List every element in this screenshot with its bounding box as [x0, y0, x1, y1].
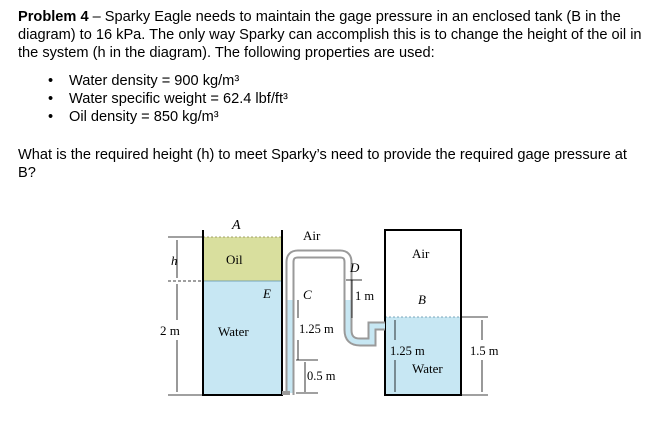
bullet-icon: • — [48, 91, 54, 107]
label-h: h — [171, 253, 178, 268]
dimension-125m-left — [296, 300, 318, 361]
label-b: B — [418, 292, 426, 307]
property-list: •Water density = 900 kg/m³ •Water specif… — [18, 72, 646, 126]
label-water-left: Water — [218, 324, 249, 339]
label-d: D — [349, 260, 360, 275]
oil-region — [203, 237, 282, 281]
label-15m: 1.5 m — [470, 344, 499, 358]
label-air-right: Air — [412, 246, 430, 261]
label-c: C — [303, 287, 312, 302]
label-05m: 0.5 m — [307, 369, 336, 383]
label-oil: Oil — [226, 252, 243, 267]
dimension-2m — [168, 284, 203, 396]
u-tube-inner — [287, 251, 351, 395]
problem-body: Sparky Eagle needs to maintain the gage … — [18, 9, 642, 61]
label-water-right: Water — [412, 361, 443, 376]
label-air-left: Air — [303, 228, 321, 243]
dimension-1m — [346, 279, 362, 318]
question-text: What is the required height (h) to meet … — [18, 147, 627, 181]
property-item: •Water density = 900 kg/m³ — [48, 73, 240, 89]
dimension-15m — [461, 316, 488, 396]
label-1m: 1 m — [355, 289, 374, 303]
problem-text: Problem 4 – Sparky Eagle needs to mainta… — [18, 8, 646, 182]
left-tank-wall — [202, 230, 283, 396]
label-125m-right: 1.25 m — [390, 344, 425, 358]
label-e: E — [262, 286, 271, 301]
problem-label: Problem 4 — [18, 9, 89, 25]
dimension-h — [168, 236, 203, 282]
label-a: A — [231, 218, 241, 233]
connector-water — [345, 323, 385, 345]
bullet-icon: • — [48, 73, 54, 89]
problem-statement: Problem 4 – Sparky Eagle needs to mainta… — [18, 8, 646, 62]
water-region-left — [203, 281, 282, 395]
bullet-icon: • — [48, 109, 54, 125]
dimension-05m — [296, 362, 318, 394]
label-2m: 2 m — [160, 323, 180, 338]
water-region-right — [385, 317, 461, 395]
problem-dash: – — [88, 9, 105, 25]
property-item: •Oil density = 850 kg/m³ — [48, 109, 219, 125]
property-item: •Water specific weight = 62.4 lbf/ft³ — [48, 91, 288, 107]
right-tank-wall — [384, 229, 462, 396]
label-125m-left: 1.25 m — [299, 322, 334, 336]
